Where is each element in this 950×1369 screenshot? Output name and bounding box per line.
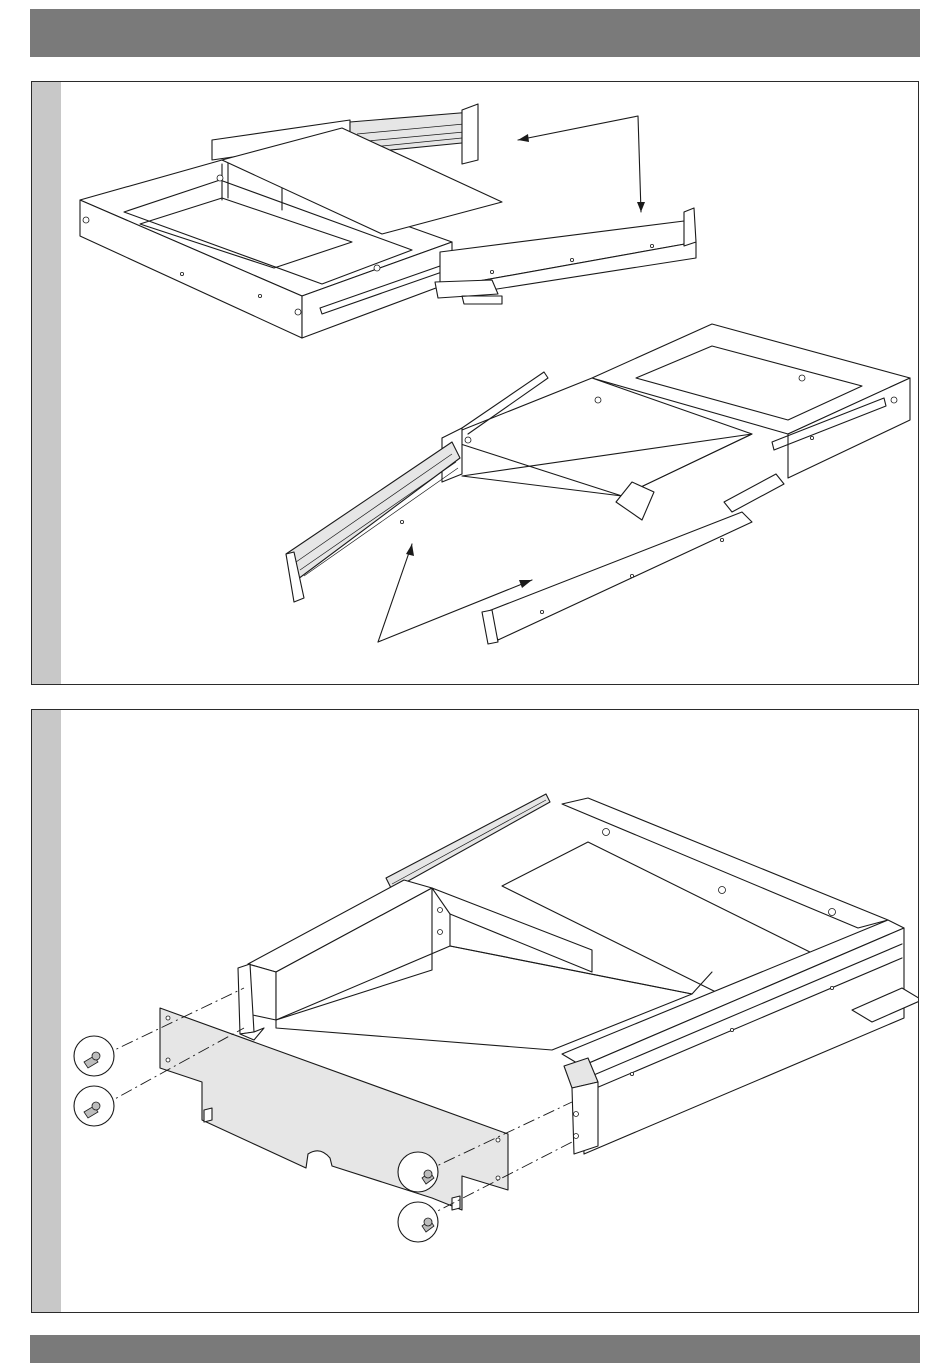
step-1-panel [31,81,919,685]
step-1-illustration [32,82,918,684]
footer-bar [30,1335,920,1363]
step-2-illustration [32,710,918,1312]
front-panel [160,1008,508,1210]
upper-tray-assembly [80,104,696,338]
step-2-panel [31,709,919,1313]
upper-callout-arrows [518,116,645,212]
lower-tray-assembly [286,324,910,644]
header-bar [30,9,920,57]
